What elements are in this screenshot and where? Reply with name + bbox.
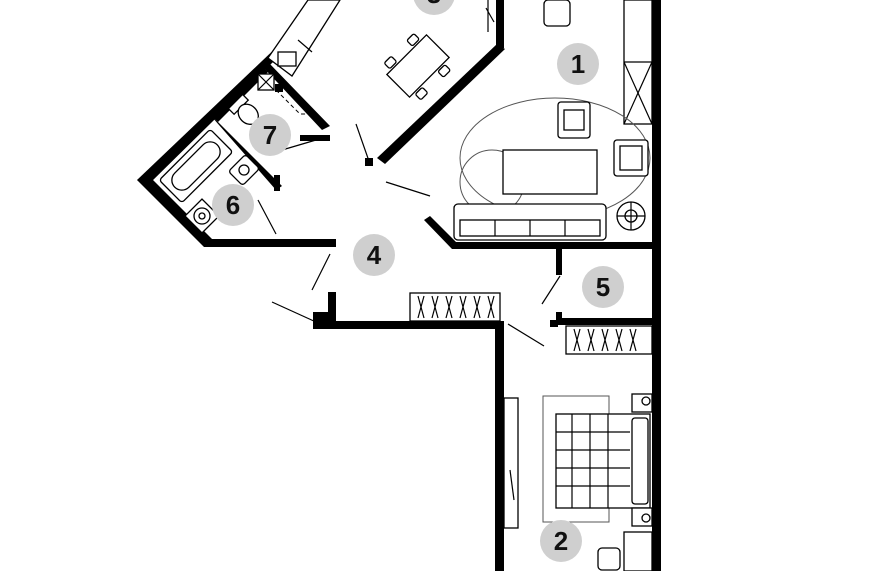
room-number-7: 7 bbox=[263, 120, 277, 150]
cabinet-outline bbox=[275, 89, 318, 115]
room-badge-1: 1 bbox=[557, 43, 599, 85]
bath-toilet-inner-diagonal bbox=[212, 66, 268, 122]
doors bbox=[257, 123, 561, 347]
room-number-2: 2 bbox=[554, 526, 568, 556]
top-armchair bbox=[543, 0, 571, 27]
desk-chair bbox=[597, 547, 621, 571]
room-number-6: 6 bbox=[226, 190, 240, 220]
bedroom-left-wall bbox=[495, 321, 504, 571]
toilet-door bbox=[281, 139, 317, 151]
living-bottom-wall bbox=[452, 242, 660, 249]
sink bbox=[277, 51, 297, 67]
room-badge-2: 2 bbox=[540, 520, 582, 562]
bath-door-jamb bbox=[274, 175, 280, 191]
room-badge-7: 7 bbox=[249, 114, 291, 156]
washbasin bbox=[229, 155, 259, 185]
closet-bottom-wall bbox=[556, 318, 660, 325]
closet-left-wall-upper bbox=[556, 249, 562, 275]
bath-toilet-separator bbox=[212, 117, 282, 190]
living-left-wall bbox=[496, 0, 504, 48]
closet-wardrobe bbox=[565, 325, 653, 355]
hall-bottom-wall bbox=[313, 321, 503, 329]
bathtub bbox=[159, 129, 233, 203]
toilet-bowl bbox=[227, 93, 259, 125]
kitchen-door bbox=[355, 123, 371, 165]
room-badge-6: 6 bbox=[212, 184, 254, 226]
living-door bbox=[385, 181, 431, 197]
toilet-door-stub bbox=[300, 135, 330, 141]
bedroom-wardrobe bbox=[503, 397, 519, 529]
entrance-pier bbox=[328, 292, 336, 326]
right-exterior-wall bbox=[652, 0, 661, 571]
bedroom-furniture bbox=[503, 393, 653, 571]
bedroom-door bbox=[507, 323, 545, 347]
coffee-table bbox=[502, 149, 598, 195]
entrance-door bbox=[271, 301, 317, 323]
desk bbox=[623, 531, 653, 571]
hall-door bbox=[311, 253, 331, 291]
room-number-4: 4 bbox=[367, 240, 382, 270]
bedroom-door-jamb bbox=[550, 320, 558, 327]
closet-left-wall-lower bbox=[556, 312, 562, 325]
room-badge-4: 4 bbox=[353, 234, 395, 276]
room-number-1: 1 bbox=[571, 49, 585, 79]
closet-door bbox=[541, 275, 561, 305]
toilet-kitchen-partition bbox=[262, 62, 330, 130]
room-number-5: 5 bbox=[596, 272, 610, 302]
living-room-furniture bbox=[429, 0, 653, 241]
pillow bbox=[631, 417, 649, 505]
room-number-3: 3 bbox=[427, 0, 441, 9]
room-labels: 1 2 3 4 5 6 7 bbox=[212, 0, 624, 562]
stove-line bbox=[297, 39, 313, 53]
kitchen-furniture bbox=[257, 0, 495, 115]
living-door-angle bbox=[424, 216, 456, 249]
hall-wardrobe bbox=[409, 292, 501, 322]
bathroom-bottom-wall bbox=[204, 239, 336, 247]
bathroom-door bbox=[257, 199, 277, 235]
bathroom-fixtures bbox=[159, 93, 259, 234]
kitchen-corner-post bbox=[275, 84, 283, 92]
kitchen-living-diagonal-wall bbox=[377, 44, 505, 164]
hall-fixtures bbox=[409, 292, 653, 355]
dining-table bbox=[384, 33, 451, 100]
lower-diagonal-exterior-wall bbox=[137, 175, 213, 247]
room-badge-3: 3 bbox=[413, 0, 455, 15]
room-badge-5: 5 bbox=[582, 266, 624, 308]
washing-machine bbox=[184, 198, 220, 234]
